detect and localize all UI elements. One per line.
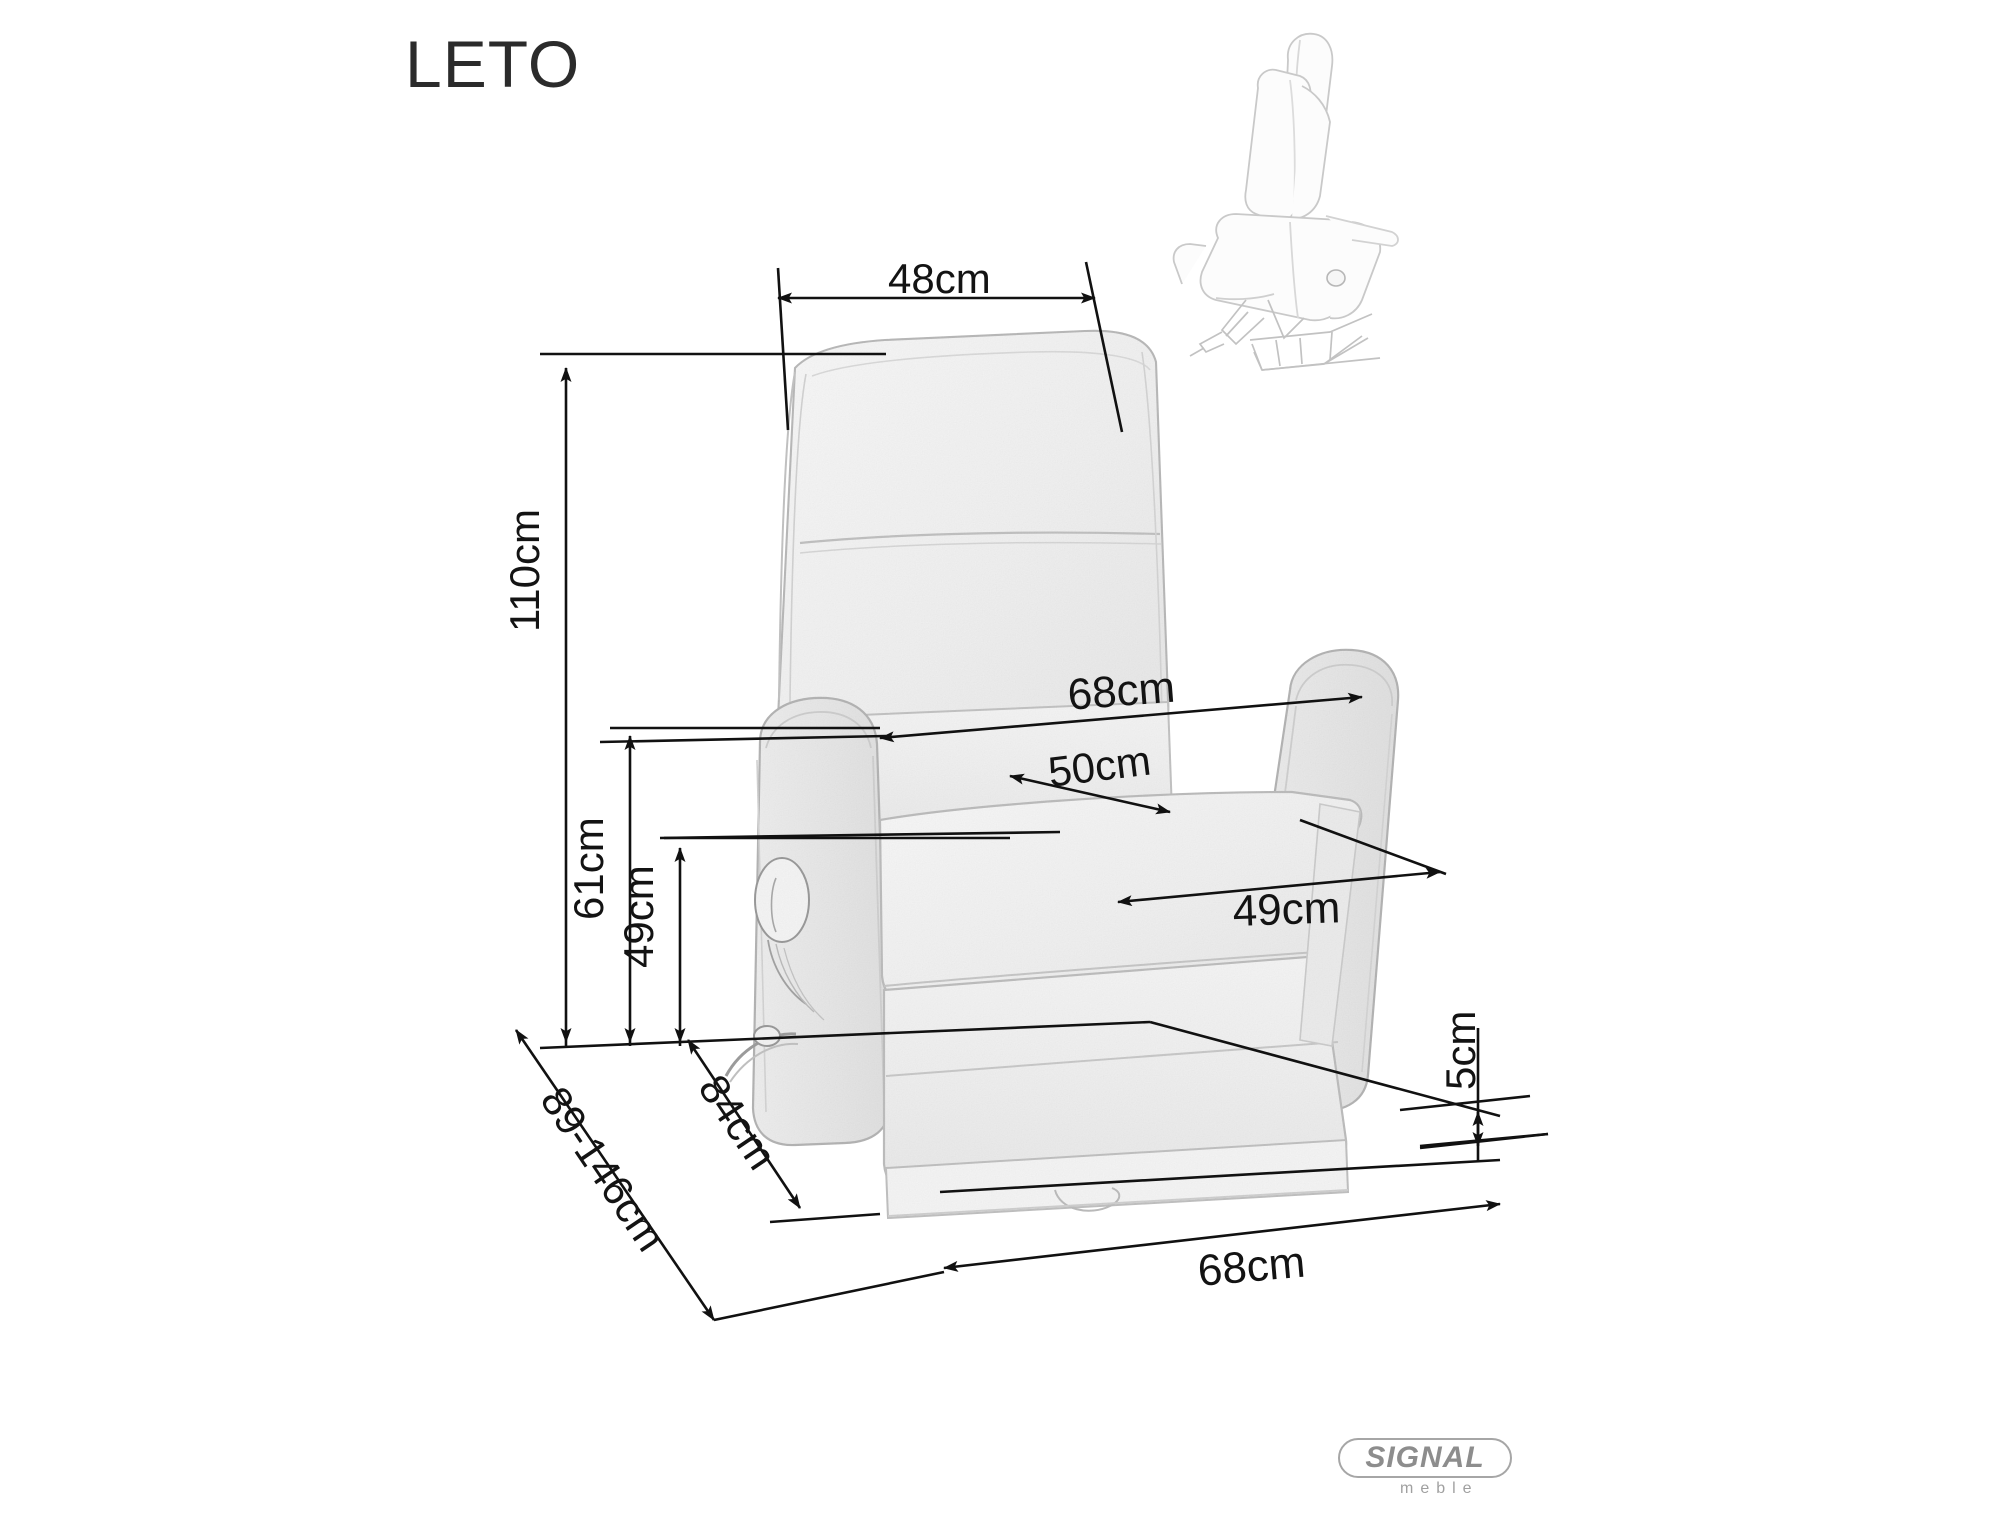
inset-backrest-side [1291, 85, 1331, 220]
dim-84 [686, 1039, 802, 1209]
dim-label-61cm: 61cm [565, 817, 612, 920]
logo-wordmark: SIGNAL [1365, 1441, 1485, 1474]
ext-48-left [776, 267, 790, 431]
dim-label-49cm-seat-height: 49cm [615, 865, 662, 968]
backrest-right-seam [1141, 351, 1163, 713]
backrest-top-contour [811, 350, 1151, 377]
ext-5-top [1399, 1094, 1531, 1112]
backrest-divider-seam-2 [799, 541, 1162, 554]
front-skirt-seam [885, 1041, 1339, 1077]
page-title: LETO [405, 27, 581, 101]
recline-release-lever [754, 857, 825, 1021]
dim-label-110cm: 110cm [501, 509, 548, 632]
dim-49h [1117, 867, 1441, 907]
left-armrest-inner-seam [872, 755, 885, 1101]
floor-right-edge [1149, 1020, 1501, 1118]
dim-label-68cm-base: 68cm [1195, 1237, 1308, 1296]
brand-logo: SIGNAL meble [1338, 1438, 1514, 1512]
ext-84-bot [769, 1212, 881, 1224]
dim-68-top [879, 692, 1363, 743]
logo-pill-outline [1338, 1438, 1512, 1478]
dim-68-base [943, 1200, 1501, 1272]
backrest-left-seam [778, 371, 796, 701]
dim-label-5cm: 5cm [1437, 1010, 1484, 1090]
ext-49h-right [1299, 818, 1447, 876]
dim-label-68cm-top: 68cm [1065, 662, 1177, 720]
dimension-lines [514, 261, 1549, 1322]
ext-68-left [599, 734, 887, 744]
dim-label-48cm: 48cm [888, 255, 991, 302]
floor-front-line [939, 1158, 1501, 1194]
ext-49h-left [659, 830, 1061, 840]
ext-68base-left [713, 1270, 945, 1322]
recliner-armchair-illustration [724, 329, 1400, 1220]
backrest-left-seam-inner [789, 373, 807, 703]
seat-cushion-front-seam [883, 951, 1317, 987]
floor-front-right [1419, 1132, 1549, 1148]
right-armrest-top-seam [1295, 663, 1393, 707]
recliner-lift-position-inset [1172, 32, 1399, 371]
seat-right-side-panel [1299, 803, 1361, 1047]
logo-tagline: meble [1400, 1480, 1479, 1497]
inset-seat-seam [1289, 221, 1299, 319]
dim-89-146 [514, 1029, 716, 1321]
base-rail [884, 1138, 1350, 1220]
inset-lift-mechanism [1189, 299, 1381, 371]
dim-label-49cm-seat-depth: 49cm [1231, 883, 1342, 936]
backrest-divider-seam [799, 531, 1161, 545]
inset-button [1326, 269, 1346, 287]
inset-arm-top [1325, 215, 1399, 247]
inset-seat-front [1172, 243, 1207, 285]
inset-skirt [1215, 293, 1275, 301]
left-armrest-top-seam [765, 711, 872, 749]
dim-50 [1009, 773, 1171, 815]
ext-48-right [1084, 261, 1124, 433]
